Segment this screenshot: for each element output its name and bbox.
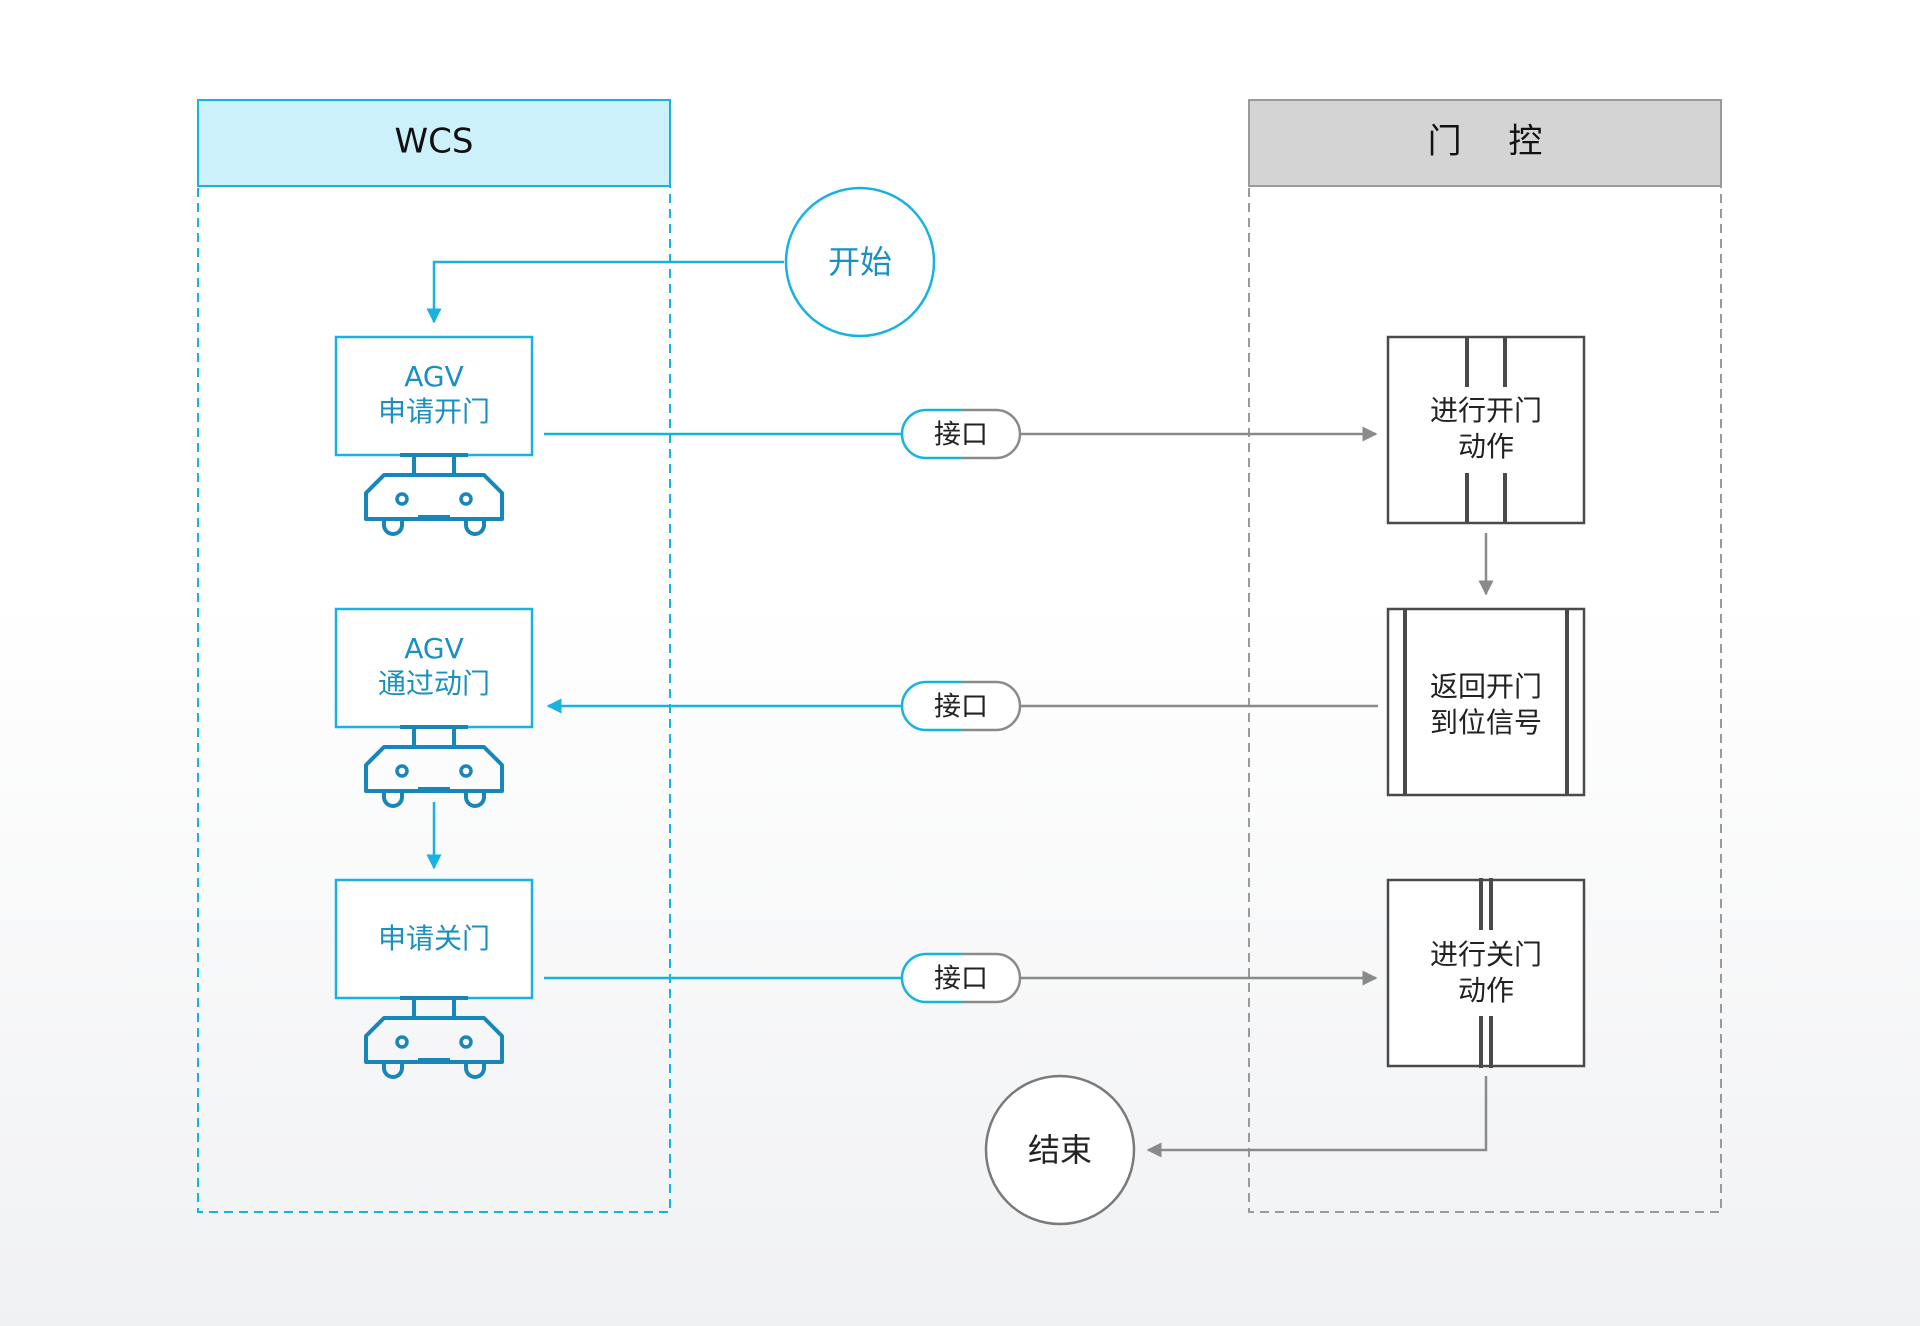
wcs-lane: WCS: [197, 99, 671, 1213]
door-lane-title: 门 控: [1428, 122, 1561, 162]
wcs-lane-header: [197, 99, 671, 187]
wcs-step-2-line2: 通过动门: [378, 667, 490, 700]
wcs-lane-title: WCS: [395, 122, 474, 162]
interface-label-2: 接口: [934, 692, 988, 723]
agv-robot-icon: [364, 725, 504, 808]
door-step-2-line2: 到位信号: [1430, 706, 1542, 739]
door-lane-header: [1248, 99, 1722, 187]
door-lane: 门 控: [1248, 99, 1722, 1213]
end-arrow: [1146, 1076, 1488, 1158]
wcs-step-agv-pass-door: AGV 通过动门: [334, 607, 534, 729]
interface-connector-close: 接口: [544, 952, 1378, 1004]
interface-connector-signal: 接口: [546, 680, 1378, 732]
wcs-step-1-line2: 申请开门: [378, 395, 490, 428]
door-step-open-action: 进行开门 动作: [1386, 335, 1586, 525]
wcs-step-agv-request-open: AGV 申请开门: [334, 335, 534, 457]
door-step-return-signal: 返回开门 到位信号: [1386, 607, 1586, 797]
wcs-step-1-line1: AGV: [404, 360, 464, 393]
wcs-step-request-close: 申请关门: [334, 878, 534, 1000]
door-step-close-action: 进行关门 动作: [1386, 878, 1586, 1068]
door-step-3-line2: 动作: [1458, 974, 1514, 1007]
start-arrow: [426, 260, 784, 324]
door-step-1-line1: 进行开门: [1430, 394, 1542, 427]
opening-door-icon: [1465, 337, 1507, 523]
interface-connector-open: 接口: [544, 408, 1378, 460]
agv-robot-icon: [364, 453, 504, 536]
wcs-step-3-line1: 申请关门: [378, 922, 490, 955]
end-label: 结束: [1028, 1131, 1092, 1169]
wcs-step-2-line1: AGV: [404, 632, 464, 665]
start-node: 开始: [784, 186, 936, 338]
door-step-1-line2: 动作: [1458, 430, 1514, 463]
closing-door-icon: [1479, 878, 1493, 1068]
agv-robot-icon: [364, 996, 504, 1079]
interface-label-1: 接口: [934, 420, 988, 451]
door-frame-icon: [1403, 609, 1569, 795]
interface-label-3: 接口: [934, 964, 988, 995]
door-step-2-line1: 返回开门: [1430, 670, 1542, 703]
start-label: 开始: [828, 243, 892, 281]
end-node: 结束: [984, 1074, 1136, 1226]
door-step-3-line1: 进行关门: [1430, 938, 1542, 971]
